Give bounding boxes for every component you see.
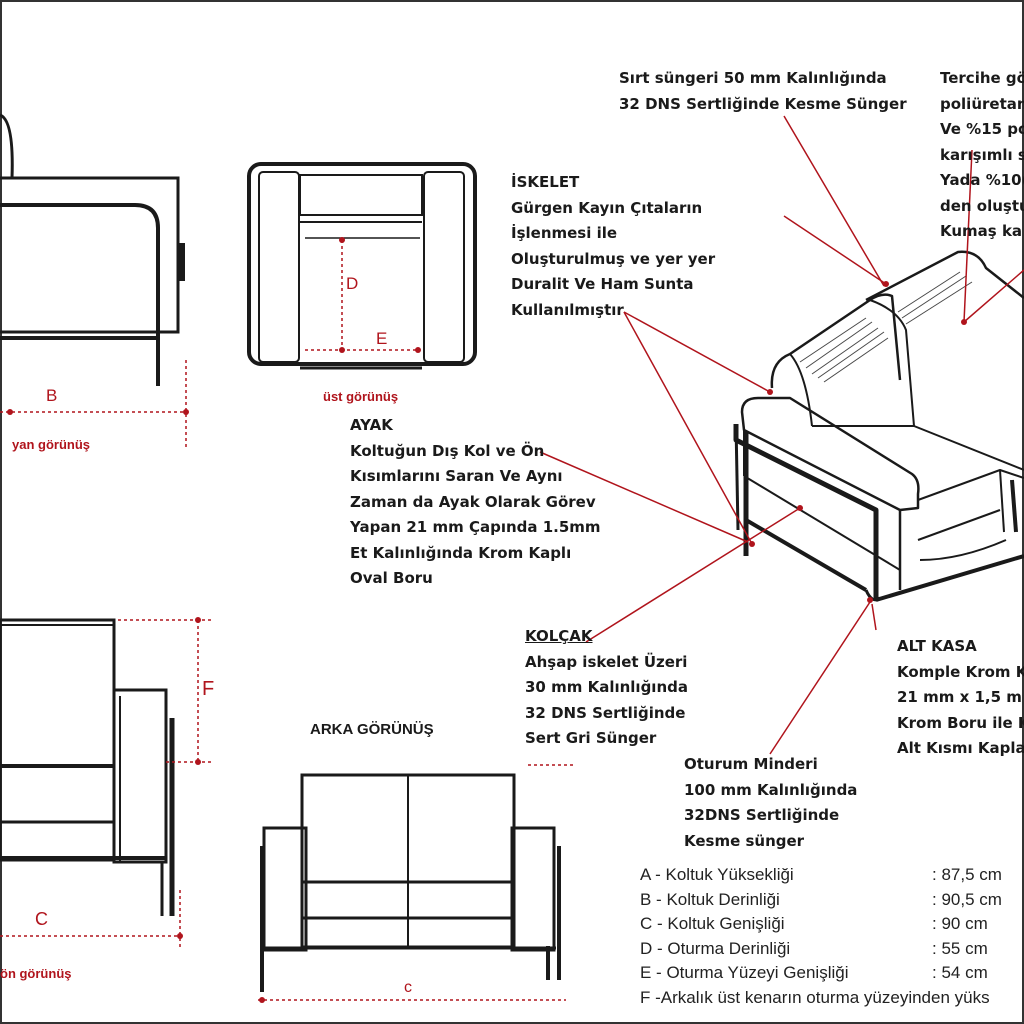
callout-oturum-minderi: Oturum Minderi 100 mm Kalınlığında 32DNS… — [684, 752, 857, 854]
callout-line: Kesme sünger — [684, 831, 805, 850]
callout-line: 100 mm Kalınlığında — [684, 780, 858, 799]
dimension-letter-e: E — [376, 329, 388, 348]
leader-lines — [528, 115, 1024, 766]
front-view-drawing — [0, 618, 175, 916]
callout-line: den oluştu — [940, 196, 1024, 215]
callout-line: Krom Boru ile K — [897, 713, 1024, 732]
callout-line: Ve %15 po — [940, 120, 1024, 138]
callout-heading: AYAK — [350, 416, 393, 434]
spec-label: D - Oturma Derinliği — [640, 938, 791, 958]
callout-line: Sırt süngeri 50 mm Kalınlığında — [619, 69, 887, 87]
spec-row: D - Oturma Derinliği : 55 cm — [640, 937, 1024, 962]
callout-line: 32 DNS Sertliğinde Kesme Sünger — [619, 94, 907, 113]
callout-line: Oluşturulmuş ve yer yer — [511, 249, 716, 268]
callout-heading: Oturum Minderi — [684, 755, 818, 773]
callout-line: 32 DNS Sertliğinde — [525, 703, 686, 722]
spec-row: C - Koltuk Genişliği : 90 cm — [640, 912, 1024, 937]
spec-label: B - Koltuk Derinliği — [640, 889, 780, 909]
side-view-drawing — [0, 113, 185, 386]
spec-value: : 54 cm — [932, 963, 988, 982]
back-view-dimensions — [258, 997, 566, 1003]
callout-line: Koltuğun Dış Kol ve Ön — [350, 441, 545, 460]
callout-line: 32DNS Sertliğinde — [684, 806, 840, 824]
callout-line: İşlenmesi ile — [511, 224, 618, 242]
callout-line: Gürgen Kayın Çıtaların — [511, 198, 703, 217]
callout-kolcak: KOLÇAK Ahşap iskelet Üzeri 30 mm Kalınlı… — [525, 624, 688, 752]
callout-line: 21 mm x 1,5 m — [897, 688, 1022, 706]
callout-sirt-sungeri: Sırt süngeri 50 mm Kalınlığında 32 DNS S… — [619, 66, 907, 117]
spec-value: : 90,5 cm — [932, 889, 1002, 909]
spec-label: C - Koltuk Genişliği — [640, 914, 785, 933]
spec-value: : 90 cm — [932, 914, 988, 933]
spec-value: : 55 cm — [932, 938, 988, 958]
spec-row: F -Arkalık üst kenarın oturma yüzeyinden… — [640, 986, 1024, 1011]
callout-line: Duralit Ve Ham Sunta — [511, 275, 694, 293]
callout-line: Kullanılmıştır — [511, 300, 624, 319]
dimension-letter-b: B — [46, 386, 58, 405]
top-view-drawing — [247, 162, 477, 370]
side-view-label: yan görünüş — [12, 437, 91, 452]
callout-line: Zaman da Ayak Olarak Görev — [350, 492, 596, 511]
callout-line: Et Kalınlığında Krom Kaplı — [350, 543, 572, 562]
callout-line: Yada %10( — [940, 171, 1024, 189]
callout-line: karışımlı s — [940, 145, 1024, 164]
side-view-dimensions — [0, 360, 189, 450]
callout-line: 30 mm Kalınlığında — [525, 678, 688, 696]
callout-line: Komple Krom K — [897, 662, 1024, 681]
callout-line: Oval Boru — [350, 569, 433, 587]
isometric-sofa-drawing — [733, 250, 1024, 602]
callout-line: Ahşap iskelet Üzeri — [525, 652, 688, 671]
callout-iskelet: İSKELET Gürgen Kayın Çıtaların İşlenmesi… — [511, 170, 715, 323]
callout-heading: ALT KASA — [897, 637, 977, 655]
callout-heading: İSKELET — [511, 173, 580, 191]
spec-label: A - Koltuk Yüksekliği — [640, 865, 794, 884]
callout-heading: KOLÇAK — [525, 627, 593, 645]
front-view-dimensions — [0, 617, 212, 950]
top-view-label: üst görünüş — [323, 389, 399, 404]
callout-line: Kumaş ka — [940, 222, 1023, 240]
dimension-letter-f: F — [202, 678, 215, 700]
dimension-letter-d: D — [346, 274, 359, 293]
top-view-dimensions — [305, 237, 421, 353]
callout-tercihe: Tercihe gö poliüretan Ve %15 po karışıml… — [940, 66, 1024, 245]
front-view-label: ön görünüş — [0, 966, 72, 981]
callout-line: Yapan 21 mm Çapında 1.5mm — [350, 518, 601, 536]
spec-row: B - Koltuk Derinliği : 90,5 cm — [640, 888, 1024, 913]
callout-line: poliüretan — [940, 94, 1024, 113]
callout-ayak: AYAK Koltuğun Dış Kol ve Ön Kısımlarını … — [350, 413, 601, 592]
back-view-title: ARKA GÖRÜNÜŞ — [310, 721, 434, 738]
dimension-letter-c-front: C — [35, 909, 48, 929]
spec-row: A - Koltuk Yüksekliği : 87,5 cm — [640, 863, 1024, 888]
callout-line: Tercihe gö — [940, 69, 1024, 87]
spec-value: : 87,5 cm — [932, 865, 1002, 884]
callout-line: Kısımlarını Saran Ve Aynı — [350, 467, 563, 485]
spec-label: F -Arkalık üst kenarın oturma yüzeyinden… — [640, 987, 990, 1007]
callout-line: Alt Kısmı Kapla — [897, 739, 1024, 757]
callout-alt-kasa: ALT KASA Komple Krom K 21 mm x 1,5 m Kro… — [897, 634, 1024, 762]
back-view-drawing — [260, 773, 561, 992]
spec-row: E - Oturma Yüzeyi Genişliği : 54 cm — [640, 961, 1024, 986]
callout-line: Sert Gri Sünger — [525, 729, 657, 747]
spec-label: E - Oturma Yüzeyi Genişliği — [640, 963, 849, 982]
dimension-spec-list: A - Koltuk Yüksekliği : 87,5 cm B - Kolt… — [640, 863, 1024, 1010]
dimension-letter-c-back: c — [404, 979, 412, 996]
